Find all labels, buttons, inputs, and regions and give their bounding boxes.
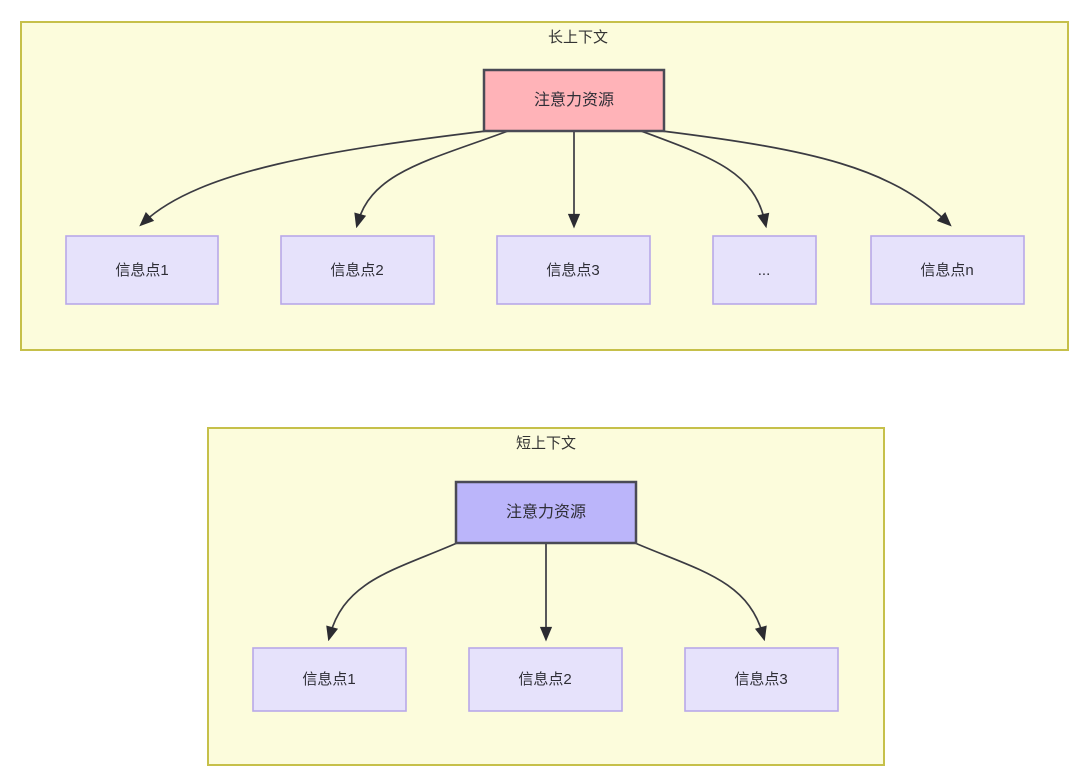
edge-root-to-leaf-5 bbox=[661, 130, 952, 227]
node-attention-resource-short-label: 注意力资源 bbox=[506, 502, 586, 521]
leaf-node-ellipsis-long-box[interactable] bbox=[712, 235, 817, 305]
leaf-node-n-long-box[interactable] bbox=[870, 235, 1025, 305]
leaf-node-n-long-label: 信息点n bbox=[920, 262, 973, 279]
leaf-node-2-long-label: 信息点2 bbox=[330, 262, 383, 279]
node-attention-resource-short-box[interactable] bbox=[454, 480, 638, 545]
leaf-node-2-long[interactable]: 信息点2 bbox=[280, 235, 435, 305]
edge-root-to-leaf-3-short bbox=[634, 542, 767, 642]
leaf-node-3-long-label: 信息点3 bbox=[546, 262, 599, 279]
leaf-node-2-short-label: 信息点2 bbox=[518, 671, 571, 688]
edge-group-short-context bbox=[326, 542, 767, 642]
panel-title-long-context: 长上下文 bbox=[548, 29, 608, 46]
edge-group-long-context bbox=[139, 130, 952, 229]
leaf-node-2-long-box[interactable] bbox=[280, 235, 435, 305]
node-attention-resource-long-label: 注意力资源 bbox=[534, 90, 614, 109]
node-attention-resource-short[interactable]: 注意力资源 bbox=[454, 480, 638, 545]
leaf-node-1-short-box[interactable] bbox=[252, 647, 407, 712]
panel-title-short-context: 短上下文 bbox=[516, 435, 576, 452]
node-attention-resource-long-box[interactable] bbox=[482, 68, 666, 133]
node-attention-resource-long[interactable]: 注意力资源 bbox=[482, 68, 666, 133]
edge-root-to-leaf-4 bbox=[640, 130, 770, 229]
leaf-node-3-short-label: 信息点3 bbox=[734, 671, 787, 688]
leaf-node-1-long[interactable]: 信息点1 bbox=[65, 235, 219, 305]
leaf-node-3-short-box[interactable] bbox=[684, 647, 839, 712]
leaf-node-3-long-box[interactable] bbox=[496, 235, 651, 305]
panel-long-context: 长上下文 注意力资源 信息点1 信息点2 bbox=[20, 21, 1069, 351]
panel-short-context: 短上下文 注意力资源 信息点1 信息点2 信息点3 bbox=[207, 427, 885, 766]
leaf-node-2-short-box[interactable] bbox=[468, 647, 623, 712]
leaf-node-3-short[interactable]: 信息点3 bbox=[684, 647, 839, 712]
leaf-node-3-long[interactable]: 信息点3 bbox=[496, 235, 651, 305]
edge-root-to-leaf-2 bbox=[354, 130, 509, 229]
leaf-node-1-short-label: 信息点1 bbox=[302, 671, 355, 688]
leaf-node-2-short[interactable]: 信息点2 bbox=[468, 647, 623, 712]
leaf-node-1-long-box[interactable] bbox=[65, 235, 219, 305]
leaf-node-n-long[interactable]: 信息点n bbox=[870, 235, 1025, 305]
leaf-node-1-long-label: 信息点1 bbox=[115, 262, 168, 279]
edge-root-to-leaf-1-short bbox=[326, 542, 458, 642]
leaf-node-ellipsis-long[interactable]: ... bbox=[712, 235, 817, 305]
edge-root-to-leaf-1 bbox=[139, 130, 487, 227]
leaf-node-1-short[interactable]: 信息点1 bbox=[252, 647, 407, 712]
leaf-node-ellipsis-long-label: ... bbox=[758, 262, 771, 279]
